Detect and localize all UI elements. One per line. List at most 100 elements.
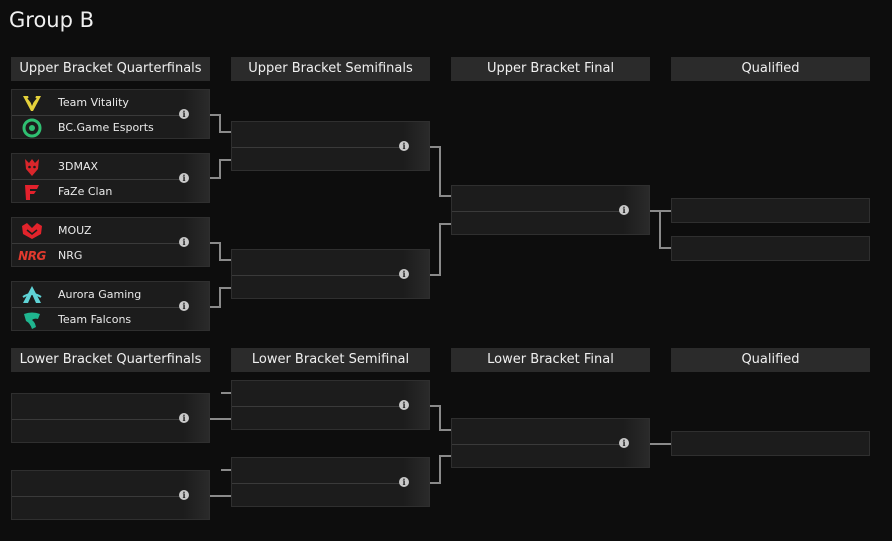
- qualified-slot-2[interactable]: [671, 236, 870, 261]
- connector-line: [439, 455, 441, 484]
- connector-line: [439, 223, 441, 276]
- header-lb-quarterfinals: Lower Bracket Quarterfinals: [11, 348, 210, 372]
- lb-sf-match-1[interactable]: i: [231, 380, 430, 430]
- info-icon[interactable]: i: [399, 400, 409, 410]
- team-row-falcons[interactable]: Team Falcons: [12, 307, 131, 332]
- match-divider: [12, 307, 209, 308]
- connector-line: [430, 274, 440, 276]
- connector-line: [659, 210, 671, 212]
- team-row-3dmax[interactable]: 3DMAX: [12, 154, 98, 179]
- team-row-aurora[interactable]: Aurora Gaming: [12, 282, 141, 307]
- header-qualified-upper: Qualified: [671, 57, 870, 81]
- connector-line: [221, 469, 231, 471]
- match-divider: [12, 243, 209, 244]
- match-divider: [12, 419, 209, 420]
- connector-line: [439, 195, 451, 197]
- connector-line: [430, 405, 440, 407]
- connector-line: [219, 259, 231, 261]
- nrg-logo-icon: NRG: [18, 248, 46, 263]
- vitality-logo-icon: [12, 90, 52, 115]
- connector-line: [210, 306, 220, 308]
- header-lb-semifinal: Lower Bracket Semifinal: [231, 348, 430, 372]
- ub-qf-match-3[interactable]: i MOUZ NRG NRG: [11, 217, 210, 267]
- ub-qf-match-2[interactable]: i 3DMAX FaZe Clan: [11, 153, 210, 203]
- match-divider: [12, 496, 209, 497]
- page-title: Group B: [9, 8, 95, 32]
- match-divider: [232, 275, 429, 276]
- connector-line: [219, 287, 231, 289]
- connector-line: [659, 210, 661, 249]
- info-icon[interactable]: i: [399, 269, 409, 279]
- info-icon[interactable]: i: [399, 141, 409, 151]
- team-name: FaZe Clan: [58, 185, 113, 198]
- header-lb-final: Lower Bracket Final: [451, 348, 650, 372]
- connector-line: [439, 405, 441, 431]
- connector-line: [219, 159, 231, 161]
- header-qualified-lower: Qualified: [671, 348, 870, 372]
- match-divider: [12, 179, 209, 180]
- connector-line: [219, 287, 221, 308]
- header-ub-semifinals: Upper Bracket Semifinals: [231, 57, 430, 81]
- connector-line: [219, 159, 221, 179]
- match-divider: [452, 444, 649, 445]
- team-name: Team Falcons: [58, 313, 132, 326]
- info-icon[interactable]: i: [179, 490, 189, 500]
- mouz-logo-icon: [12, 218, 52, 243]
- connector-line: [439, 455, 451, 457]
- lb-sf-match-2[interactable]: i: [231, 457, 430, 507]
- connector-line: [659, 247, 671, 249]
- match-divider: [232, 147, 429, 148]
- 3dmax-logo-icon: [12, 154, 52, 179]
- connector-line: [210, 114, 220, 116]
- header-ub-quarterfinals: Upper Bracket Quarterfinals: [11, 57, 210, 81]
- team-name: NRG: [58, 249, 83, 262]
- connector-line: [221, 392, 231, 394]
- lb-final-match[interactable]: i: [451, 418, 650, 468]
- team-row-bcgame[interactable]: BC.Game Esports: [12, 115, 154, 140]
- ub-qf-match-1[interactable]: i Team Vitality BC.Game Esports: [11, 89, 210, 139]
- connector-line: [439, 146, 441, 197]
- aurora-logo-icon: [12, 282, 52, 307]
- faze-logo-icon: [12, 179, 52, 204]
- team-name: BC.Game Esports: [58, 121, 154, 134]
- connector-line: [430, 146, 440, 148]
- falcons-logo-icon: [12, 307, 52, 332]
- team-name: 3DMAX: [58, 160, 99, 173]
- team-row-mouz[interactable]: MOUZ: [12, 218, 92, 243]
- connector-line: [210, 418, 231, 420]
- info-icon[interactable]: i: [179, 301, 189, 311]
- info-icon[interactable]: i: [179, 413, 189, 423]
- team-row-nrg[interactable]: NRG NRG: [12, 243, 82, 268]
- connector-line: [439, 223, 451, 225]
- ub-final-match[interactable]: i: [451, 185, 650, 235]
- info-icon[interactable]: i: [179, 109, 189, 119]
- info-icon[interactable]: i: [179, 173, 189, 183]
- connector-line: [219, 114, 221, 133]
- ub-sf-match-1[interactable]: i: [231, 121, 430, 171]
- bcgame-logo-icon: [12, 115, 52, 140]
- connector-line: [210, 242, 220, 244]
- info-icon[interactable]: i: [399, 477, 409, 487]
- match-divider: [12, 115, 209, 116]
- info-icon[interactable]: i: [619, 438, 629, 448]
- team-row-faze[interactable]: FaZe Clan: [12, 179, 112, 204]
- team-row-vitality[interactable]: Team Vitality: [12, 90, 129, 115]
- info-icon[interactable]: i: [619, 205, 629, 215]
- qualified-slot-1[interactable]: [671, 198, 870, 223]
- connector-line: [210, 177, 220, 179]
- team-name: MOUZ: [58, 224, 92, 237]
- lb-qf-match-2[interactable]: i: [11, 470, 210, 520]
- connector-line: [650, 443, 671, 445]
- connector-line: [439, 429, 451, 431]
- connector-line: [210, 495, 231, 497]
- match-divider: [232, 483, 429, 484]
- info-icon[interactable]: i: [179, 237, 189, 247]
- connector-line: [650, 210, 660, 212]
- qualified-slot-lower[interactable]: [671, 431, 870, 456]
- team-name: Aurora Gaming: [58, 288, 142, 301]
- ub-sf-match-2[interactable]: i: [231, 249, 430, 299]
- match-divider: [232, 406, 429, 407]
- ub-qf-match-4[interactable]: i Aurora Gaming Team Falcons: [11, 281, 210, 331]
- match-divider: [452, 211, 649, 212]
- lb-qf-match-1[interactable]: i: [11, 393, 210, 443]
